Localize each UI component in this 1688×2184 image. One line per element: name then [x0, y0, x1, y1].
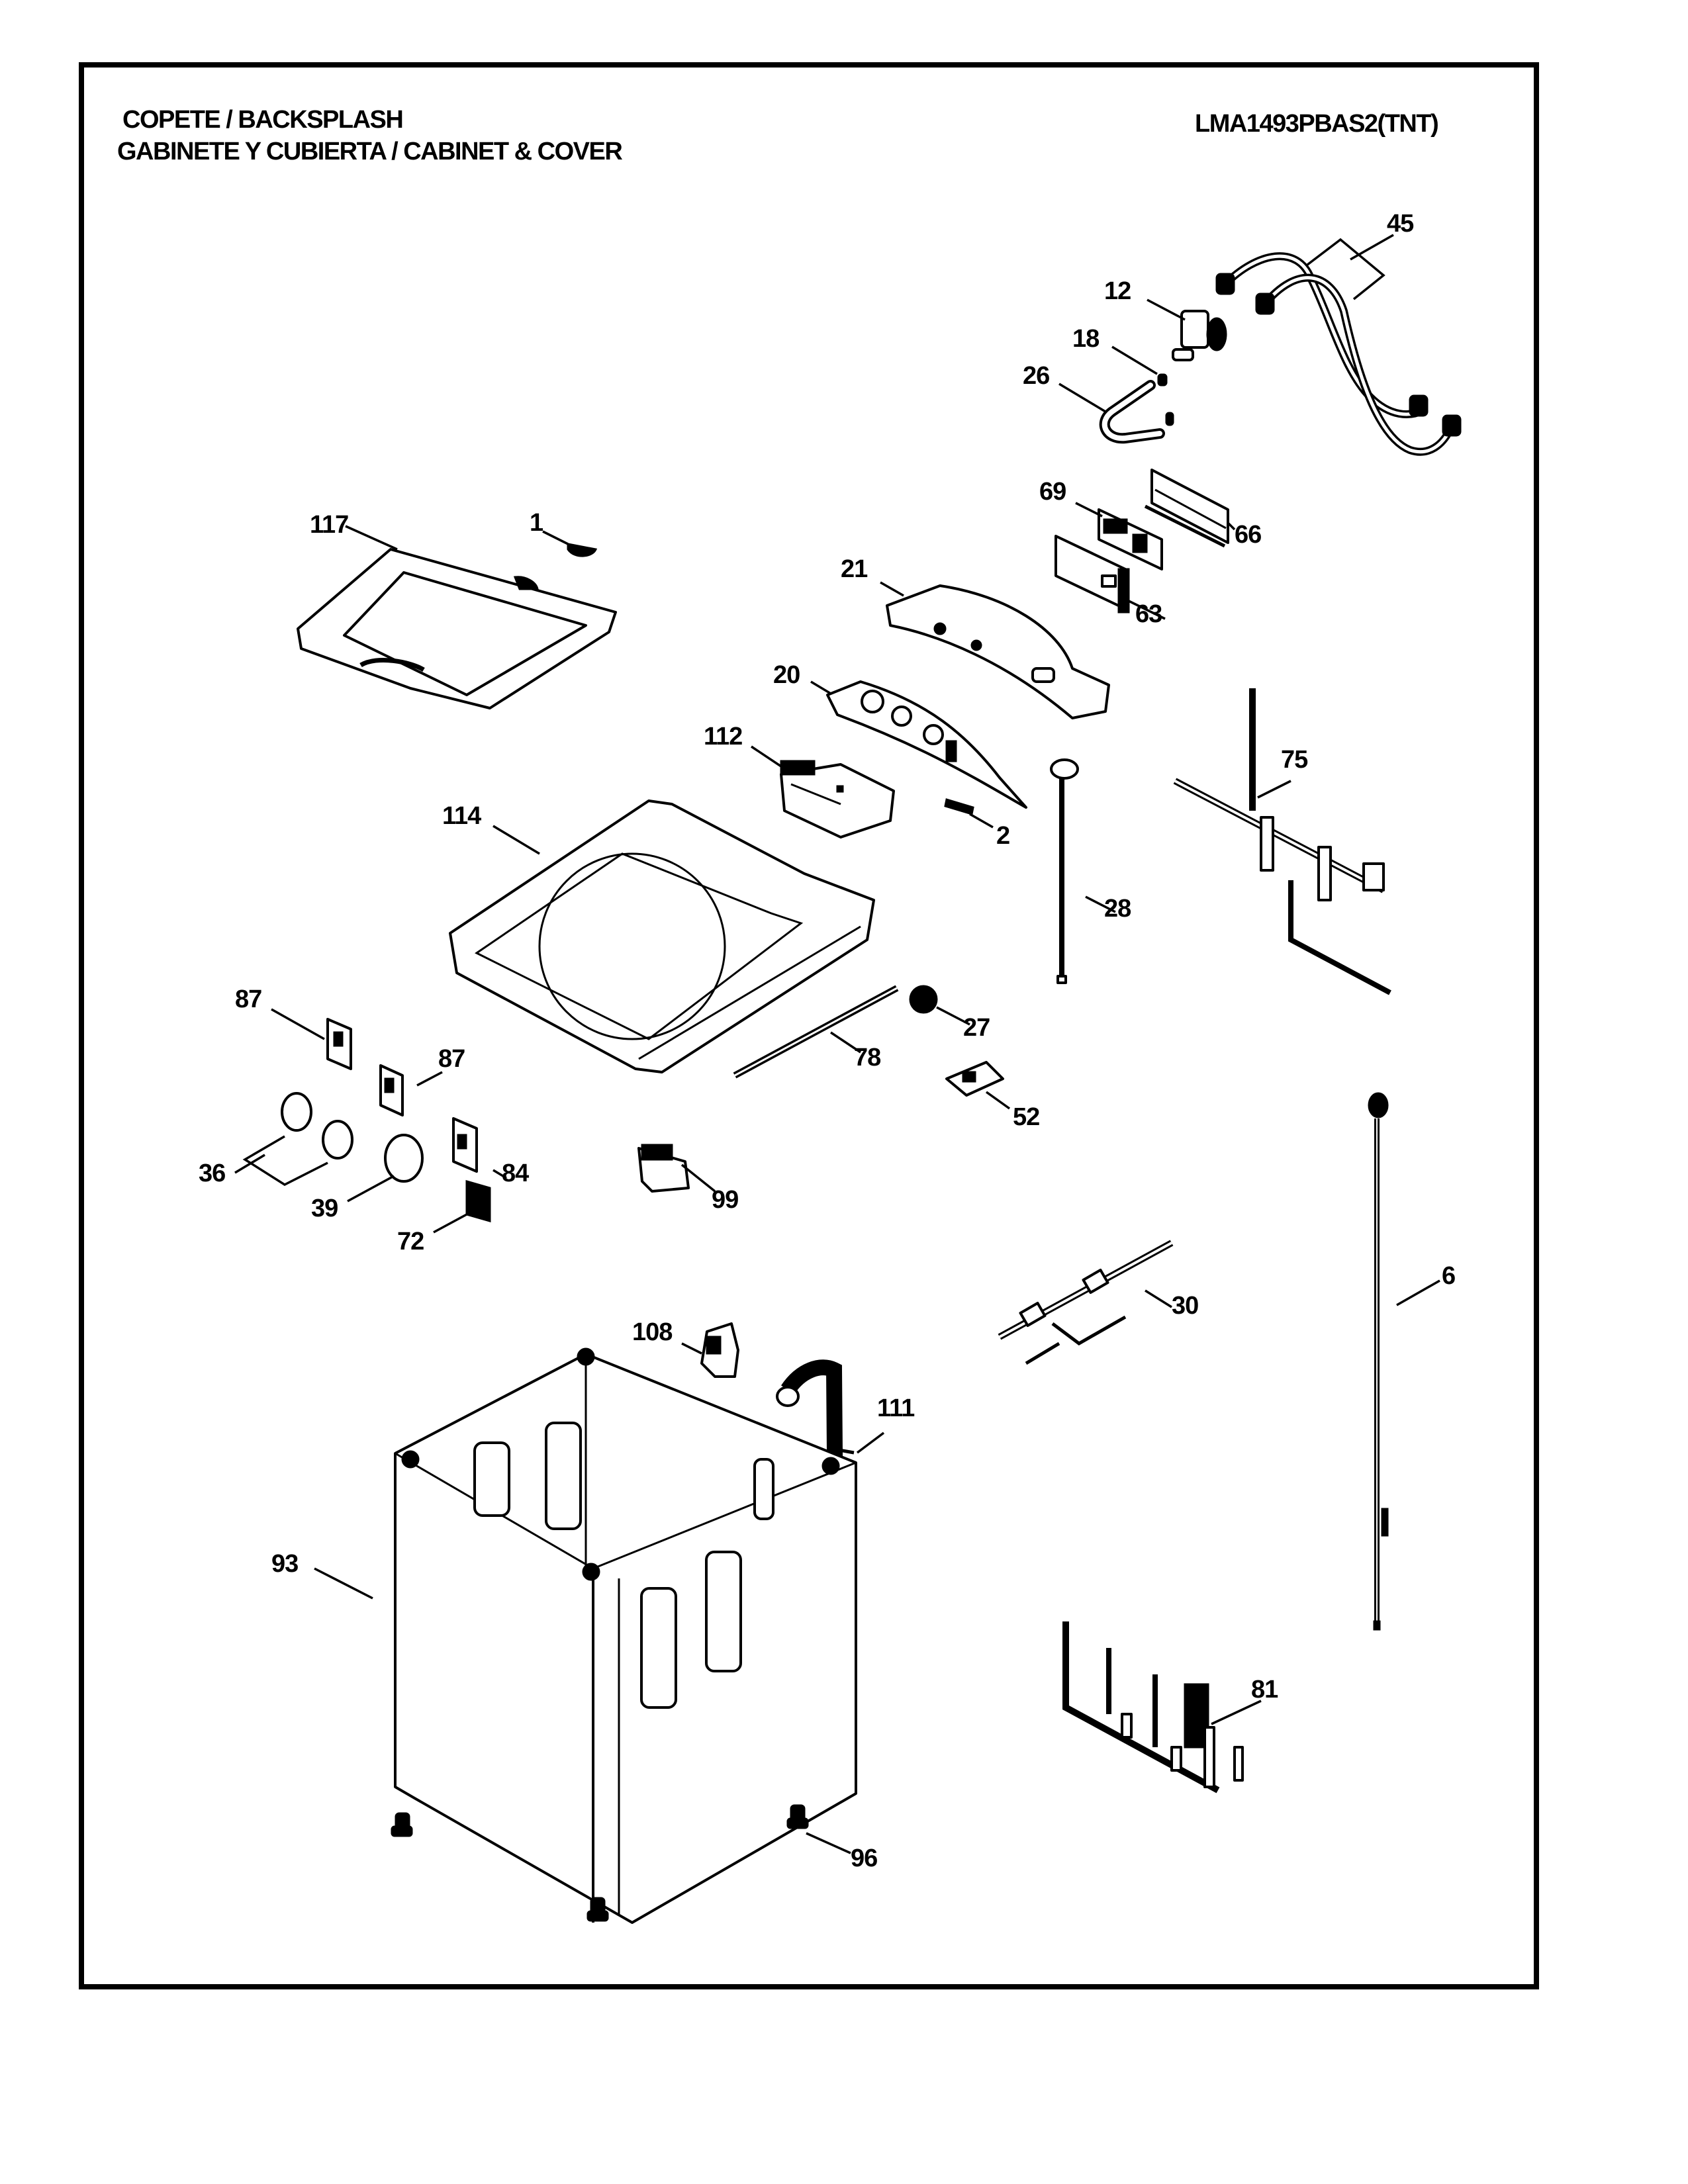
callout-27: 27 [963, 1014, 990, 1042]
part-52-bracket[interactable] [945, 1061, 1004, 1097]
callout-39: 39 [311, 1195, 338, 1222]
callout-108: 108 [632, 1318, 672, 1346]
part-87-lid-switch-a[interactable] [326, 1018, 352, 1070]
callout-117: 117 [310, 511, 348, 539]
callout-96: 96 [851, 1844, 877, 1872]
part-96-leveling-feet[interactable] [391, 1804, 809, 1922]
part-12-water-valve[interactable] [1172, 310, 1227, 361]
callout-36: 36 [199, 1160, 225, 1187]
part-112-detergent-dispenser[interactable] [780, 760, 895, 839]
callout-81: 81 [1251, 1676, 1278, 1704]
callout-99: 99 [712, 1186, 738, 1214]
part-27-knob[interactable] [909, 985, 938, 1014]
callout-93: 93 [271, 1550, 298, 1578]
callout-112: 112 [704, 723, 742, 751]
callout-26: 26 [1023, 362, 1049, 390]
callout-87b: 87 [438, 1045, 465, 1073]
callout-114: 114 [442, 802, 481, 830]
part-21-backsplash-cover[interactable] [886, 584, 1110, 719]
leveling-foot [391, 1812, 413, 1837]
part-39-knob[interactable] [384, 1134, 424, 1183]
part-30-wire-harness[interactable] [998, 1240, 1174, 1365]
callout-78: 78 [854, 1044, 880, 1071]
leveling-foot [586, 1897, 609, 1922]
callout-45: 45 [1387, 210, 1414, 238]
part-63-pcb-case[interactable] [1055, 535, 1130, 614]
part-117-lid[interactable] [297, 548, 617, 709]
diagram-title-cabinet-cover: GABINETE Y CUBIERTA / CABINET & COVER [117, 138, 623, 165]
part-78-rod[interactable] [733, 985, 899, 1079]
callout-30: 30 [1172, 1292, 1198, 1320]
part-69-circuit-board[interactable] [1098, 508, 1163, 570]
callout-18: 18 [1072, 325, 1099, 353]
callout-69: 69 [1039, 478, 1066, 506]
part-28-pressure-hose[interactable] [1050, 758, 1079, 984]
callout-12: 12 [1104, 277, 1131, 305]
part-36-knobs[interactable] [281, 1092, 353, 1160]
model-number: LMA1493PBAS2(TNT) [1195, 110, 1439, 138]
part-20-control-panel[interactable] [826, 680, 1027, 809]
part-108-pump-bracket[interactable] [700, 1322, 739, 1378]
part-87-lid-switch-b[interactable] [379, 1064, 404, 1116]
part-6-long-rod[interactable] [1368, 1092, 1389, 1631]
callout-84: 84 [502, 1160, 529, 1187]
part-18-clamp[interactable] [1157, 373, 1168, 387]
part-81-wire-harness[interactable] [1062, 1621, 1244, 1794]
callout-66: 66 [1235, 521, 1261, 549]
part-45-inlet-hoses[interactable] [1215, 234, 1462, 456]
diagram-frame [79, 62, 1539, 1989]
part-93-cabinet[interactable] [394, 1347, 857, 1924]
part-84-switch[interactable] [452, 1117, 478, 1173]
callout-1: 1 [530, 509, 543, 537]
callout-87a: 87 [235, 985, 261, 1013]
part-1-lid-handle-insert[interactable] [567, 543, 598, 557]
part-75-wire-harness[interactable] [1173, 688, 1391, 995]
callout-20: 20 [773, 661, 800, 689]
callout-6: 6 [1442, 1262, 1455, 1290]
part-111-drain-hose[interactable] [776, 1359, 855, 1536]
callout-28: 28 [1104, 895, 1131, 923]
part-2-decor-strip[interactable] [944, 798, 974, 815]
part-26-u-hose[interactable] [1099, 380, 1174, 444]
callout-21: 21 [841, 555, 868, 583]
callout-52: 52 [1013, 1103, 1039, 1131]
part-114-top-cover[interactable] [449, 799, 875, 1073]
leveling-foot [786, 1804, 809, 1829]
callout-2: 2 [996, 822, 1009, 850]
part-99-switch-block[interactable] [637, 1144, 690, 1193]
callout-111: 111 [877, 1394, 915, 1422]
part-72-switch[interactable] [465, 1180, 491, 1222]
callout-72: 72 [397, 1228, 424, 1255]
callout-63: 63 [1135, 600, 1162, 628]
callout-75: 75 [1281, 746, 1308, 774]
diagram-title-backsplash: COPETE / BACKSPLASH [122, 106, 404, 134]
part-66-bracket-frame[interactable] [1144, 469, 1229, 548]
